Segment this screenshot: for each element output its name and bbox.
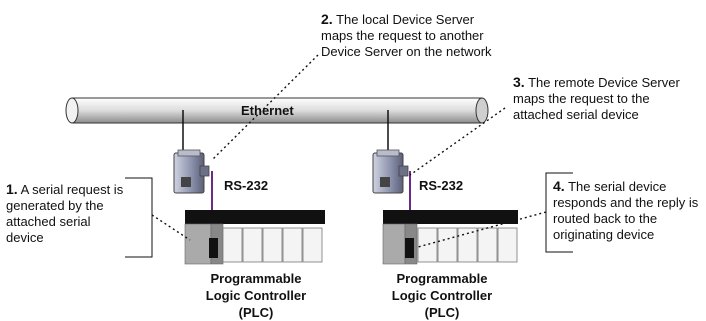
plc-label-left: Programmable Logic Controller (PLC) [176,270,336,321]
note-number: 4. [553,178,565,194]
note-text: A serial request is generated by the att… [6,182,124,245]
leader-note-3 [409,107,506,176]
note-number: 2. [321,11,333,27]
leader-note-4 [417,211,547,248]
note-1: 1. A serial request is generated by the … [6,181,124,246]
note-text: The remote Device Server maps the reques… [513,75,680,122]
plc-label-line: Programmable [396,271,488,286]
plc-label-line: Logic Controller [205,288,307,303]
ethernet-label: Ethernet [241,103,294,118]
note-number: 1. [6,181,18,197]
note-number: 3. [513,74,525,90]
rs232-label-left: RS-232 [224,178,269,193]
rs232-label-right: RS-232 [419,178,464,193]
note-2: 2. The local Device Server maps the requ… [321,11,501,60]
note-4: 4. The serial device responds and the re… [553,178,703,243]
device-server-left-icon [173,149,210,194]
plc-label-right: Programmable Logic Controller (PLC) [362,270,522,321]
plc-left-icon [184,210,325,265]
note-3: 3. The remote Device Server maps the req… [513,74,701,123]
note-text: The serial device responds and the reply… [553,179,699,242]
note-text: The local Device Server maps the request… [321,12,492,59]
ethernet-pipe [65,97,489,124]
plc-label-line: Programmable [210,271,302,286]
plc-label-line: Logic Controller [391,288,493,303]
bracket-note-1 [125,177,153,258]
plc-right-icon [382,210,518,265]
plc-label-line: (PLC) [238,305,274,320]
plc-label-line: (PLC) [424,305,460,320]
device-server-right-icon [372,149,409,194]
leader-note-1 [151,214,191,241]
